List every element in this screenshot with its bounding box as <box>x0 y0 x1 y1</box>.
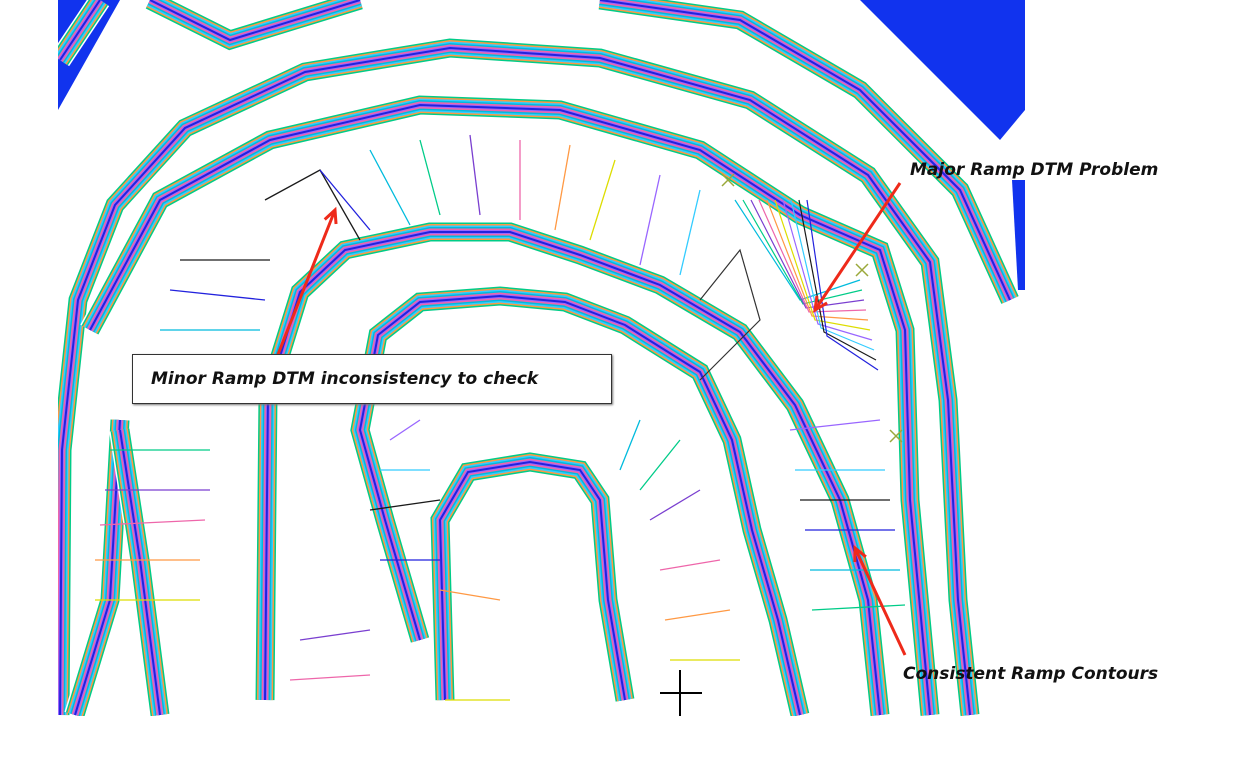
survey-cross-marker <box>855 263 869 277</box>
survey-cross-marker <box>721 173 735 187</box>
minor-arrow <box>273 209 337 363</box>
contour-layer <box>58 0 1025 716</box>
major-ramp-label: Major Ramp DTM Problem <box>910 160 1159 180</box>
contour-band <box>89 103 931 716</box>
problem-contour-line <box>750 199 865 309</box>
ramp-contour-line <box>619 419 641 471</box>
ramp-contour-line <box>649 489 701 521</box>
ramp-contour-line <box>264 169 361 241</box>
contour-band <box>599 0 1011 301</box>
contour-band <box>438 460 626 701</box>
ramp-contour-line <box>554 144 571 231</box>
ramp-contour-line <box>659 559 721 571</box>
ramp-contour-line <box>369 149 411 226</box>
consistent-arrow <box>853 547 907 656</box>
minor-ramp-label: Minor Ramp DTM inconsistency to check <box>151 369 539 389</box>
ramp-contour-line <box>439 589 501 601</box>
problem-contour-line <box>774 199 871 331</box>
contour-band <box>59 46 971 716</box>
major-arrow-head <box>813 295 828 313</box>
problem-contour-line <box>806 199 879 371</box>
contour-band <box>358 294 801 716</box>
ramp-contour-line <box>639 439 681 491</box>
consistent-arrow-head <box>853 544 867 563</box>
minor-ramp-callout: Minor Ramp DTM inconsistency to check <box>132 354 612 404</box>
survey-cross-marker <box>889 429 903 443</box>
ramp-contour-line <box>289 674 371 681</box>
problem-contour-line <box>758 199 867 313</box>
problem-contour-line <box>742 199 863 305</box>
ramp-contour-line <box>319 169 371 231</box>
consistent-ramp-label: Consistent Ramp Contours <box>903 664 1159 684</box>
ramp-contour-line <box>169 289 266 301</box>
problem-contour-line <box>798 199 877 361</box>
ramp-contour-line <box>299 629 371 641</box>
ramp-contour-line <box>664 609 731 621</box>
problem-contour-line <box>790 199 875 351</box>
ramp-contour-line <box>679 189 701 276</box>
ramp-contour-line <box>99 519 206 526</box>
contour-band <box>59 0 101 61</box>
minor-arrow-head <box>323 206 338 225</box>
ramp-contour-line <box>789 419 881 431</box>
problem-contour-line <box>766 199 869 321</box>
blue-fill-area <box>1012 180 1025 290</box>
ramp-contour-line <box>589 159 616 241</box>
contour-band <box>149 0 361 42</box>
ramp-contour-line <box>811 604 906 611</box>
ramp-contour-line <box>419 139 441 216</box>
ramp-contour-line <box>369 499 441 511</box>
problem-contour-line <box>699 248 761 381</box>
major-arrow <box>813 182 902 311</box>
ramp-contour-line <box>639 174 661 266</box>
blue-fill-area <box>860 0 1025 140</box>
ramp-contour-line <box>469 134 481 216</box>
ramp-contour-line <box>389 419 421 441</box>
problem-contour-line <box>782 199 873 341</box>
crosshair-cursor-icon <box>660 670 702 716</box>
